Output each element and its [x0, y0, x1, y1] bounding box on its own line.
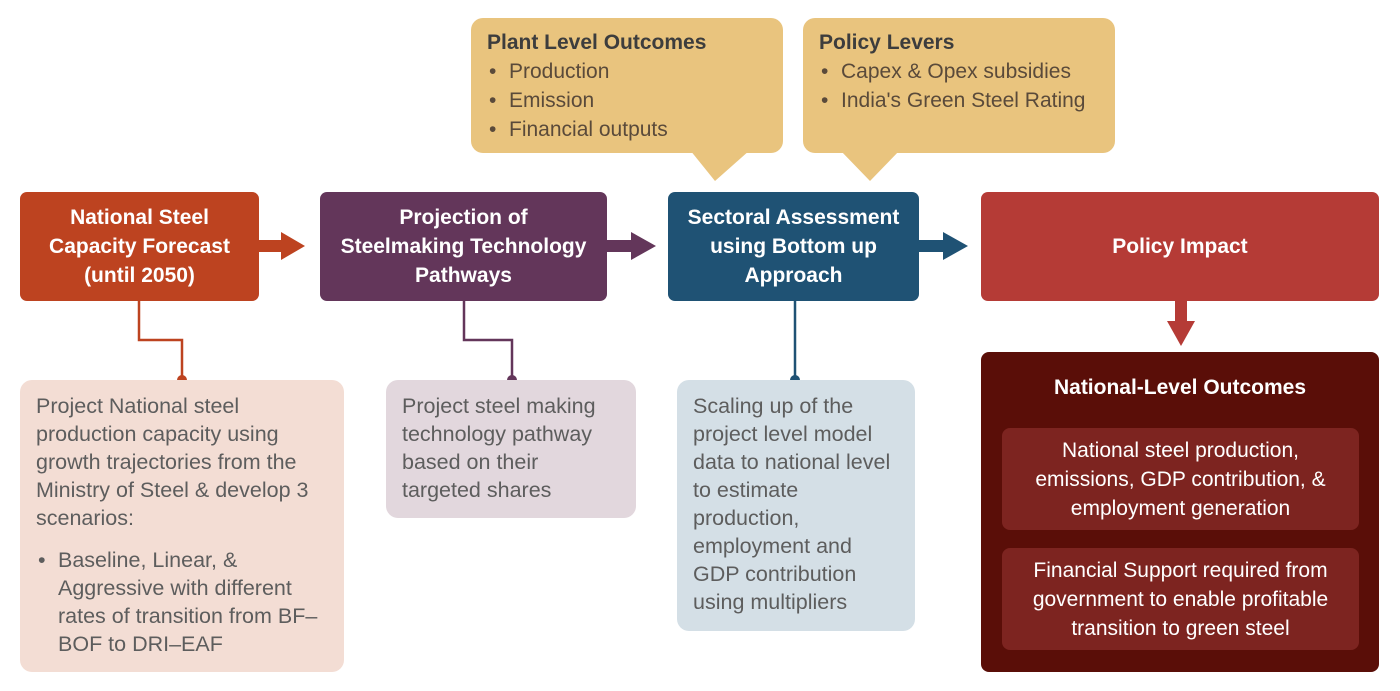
national-outcome-item: National steel production, emissions, GD… [1002, 428, 1359, 530]
detail-sectoral-assessment: Scaling up of the project level model da… [677, 380, 915, 631]
national-outcomes-title: National-Level Outcomes [1053, 376, 1307, 399]
national-outcomes-panel: National-Level Outcomes National steel p… [981, 352, 1379, 672]
arrow-right-1 [259, 232, 305, 260]
list-item: Production [487, 57, 767, 86]
detail-technology-pathways: Project steel making technology pathway … [386, 380, 636, 518]
list-item: Emission [487, 86, 767, 115]
detail-text: Project steel making technology pathway … [402, 394, 596, 502]
arrow-right-3 [919, 232, 968, 260]
connector-1 [137, 301, 184, 380]
list-item: Capex & Opex subsidies [819, 57, 1099, 86]
policy-callout-pointer [840, 150, 900, 181]
step-capacity-forecast: National Steel Capacity Forecast (until … [20, 192, 259, 301]
list-item: Financial outputs [487, 115, 767, 144]
step-sectoral-assessment: Sectoral Assessment using Bottom up Appr… [668, 192, 919, 301]
step-technology-pathways: Projection of Steelmaking Technology Pat… [320, 192, 607, 301]
step-title: National Steel Capacity Forecast (until … [49, 206, 230, 287]
list-item: India's Green Steel Rating [819, 86, 1099, 115]
step-title: Policy Impact [1112, 235, 1248, 258]
national-outcome-item: Financial Support required from governme… [1002, 548, 1359, 650]
arrow-down [1167, 301, 1195, 346]
step-title: Projection of Steelmaking Technology Pat… [340, 206, 587, 287]
connector-2 [462, 301, 514, 380]
plant-callout-pointer [690, 150, 750, 181]
step-title: Sectoral Assessment using Bottom up Appr… [687, 206, 900, 287]
callout-title: Policy Levers [819, 31, 955, 54]
callout-title: Plant Level Outcomes [487, 31, 707, 54]
policy-levers-callout: Policy Levers Capex & Opex subsidies Ind… [803, 18, 1115, 153]
arrow-right-2 [607, 232, 656, 260]
detail-text: Project National steel production capaci… [36, 394, 309, 530]
plant-level-outcomes-callout: Plant Level Outcomes Production Emission… [471, 18, 783, 153]
detail-bullet: Baseline, Linear, & Aggressive with diff… [36, 546, 328, 658]
detail-capacity-forecast: Project National steel production capaci… [20, 380, 344, 672]
step-policy-impact: Policy Impact [981, 192, 1379, 301]
detail-text: Scaling up of the project level model da… [693, 394, 891, 614]
